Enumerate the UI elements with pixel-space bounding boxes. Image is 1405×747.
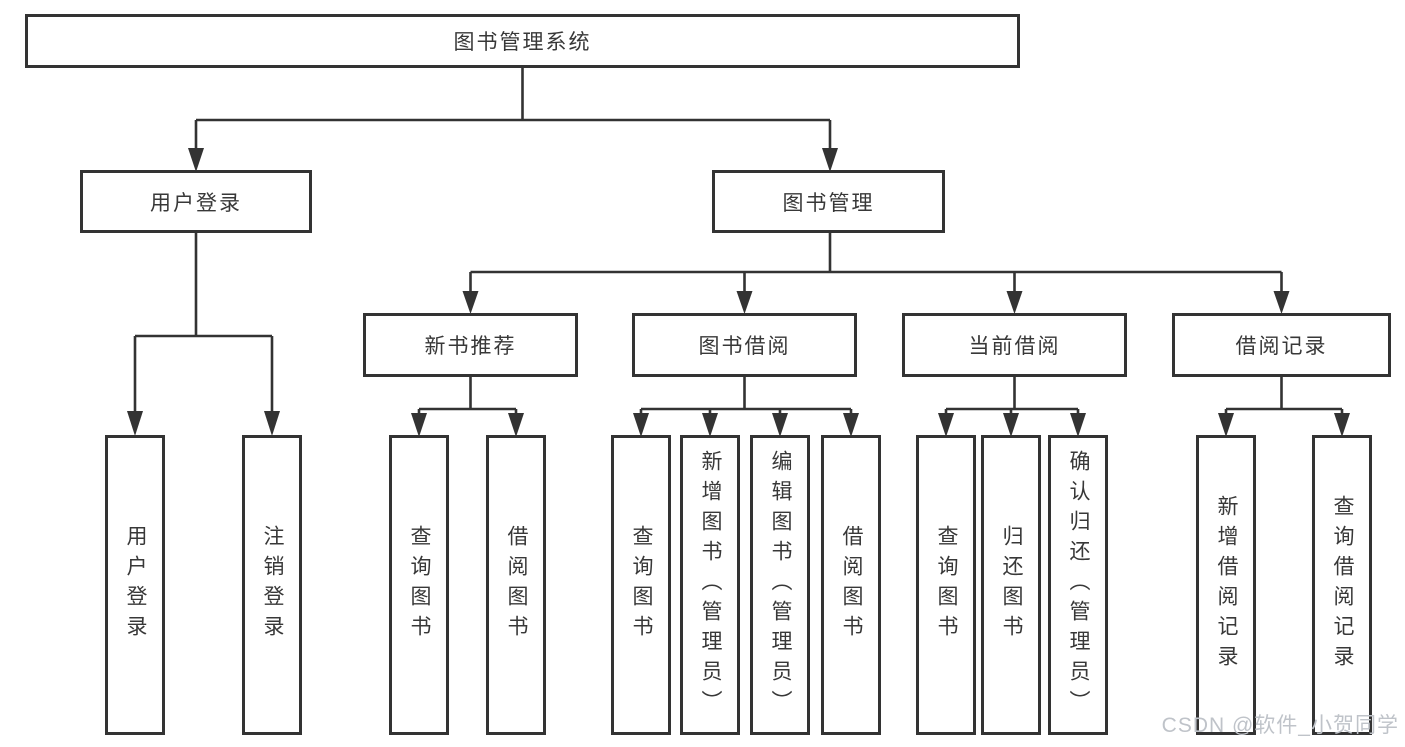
leaf-add-borrow-record: 新增借阅记录 <box>1196 435 1256 735</box>
leaf-return-books: 归还图书 <box>981 435 1041 735</box>
node-current-borrow: 当前借阅 <box>902 313 1127 377</box>
leaf-recommend-query-books: 查询图书 <box>389 435 449 735</box>
leaf-add-books-admin: 新增图书（管理员） <box>680 435 740 735</box>
node-book-borrow: 图书借阅 <box>632 313 857 377</box>
leaf-confirm-return-admin: 确认归还（管理员） <box>1048 435 1108 735</box>
node-borrow-records: 借阅记录 <box>1172 313 1391 377</box>
leaf-logout: 注销登录 <box>242 435 302 735</box>
node-root: 图书管理系统 <box>25 14 1020 68</box>
leaf-user-login: 用户登录 <box>105 435 165 735</box>
leaf-query-borrow-record: 查询借阅记录 <box>1312 435 1372 735</box>
node-user-login: 用户登录 <box>80 170 312 233</box>
leaf-borrow-books: 借阅图书 <box>821 435 881 735</box>
leaf-borrow-query-books: 查询图书 <box>611 435 671 735</box>
leaf-edit-books-admin: 编辑图书（管理员） <box>750 435 810 735</box>
node-book-management: 图书管理 <box>712 170 945 233</box>
node-new-book-recommend: 新书推荐 <box>363 313 578 377</box>
csdn-watermark: CSDN @软件_小贺同学 <box>1161 714 1399 737</box>
leaf-recommend-borrow-books: 借阅图书 <box>486 435 546 735</box>
leaf-current-query-books: 查询图书 <box>916 435 976 735</box>
